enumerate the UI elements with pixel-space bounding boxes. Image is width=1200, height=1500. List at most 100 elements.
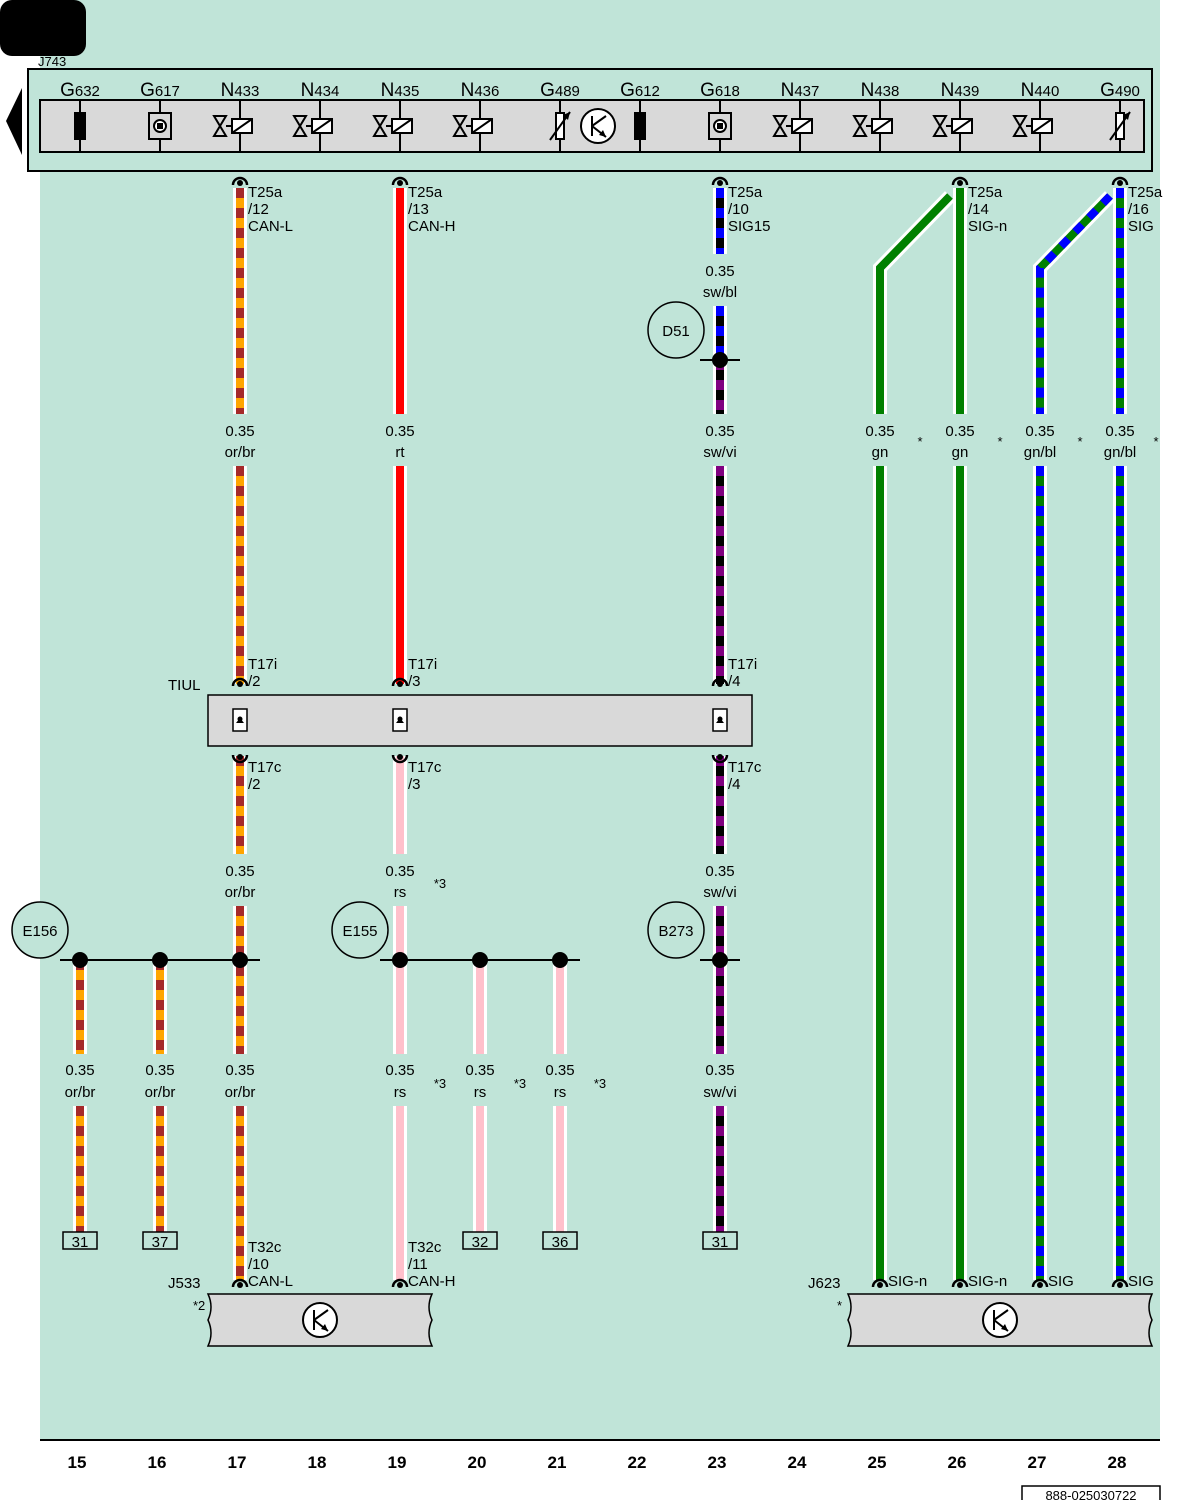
j623-pin-signal: SIG [1128, 1273, 1154, 1290]
valve-icon [772, 115, 813, 137]
page-tab [0, 0, 86, 56]
wire-color-label: sw/vi [703, 444, 736, 461]
j623-label: J623 [808, 1275, 841, 1292]
wire-color-label: or/br [145, 1084, 176, 1101]
component-label: N440 [1021, 80, 1060, 101]
splice-circle-d51 [647, 301, 705, 359]
tiul-contact-icon [712, 708, 728, 732]
splice-label: B273 [658, 923, 693, 940]
wire-color-label: sw/vi [703, 884, 736, 901]
splice-node [152, 952, 168, 968]
track-number: 21 [548, 1453, 567, 1472]
component-n438: N438 [852, 80, 900, 152]
track-number: 17 [228, 1453, 247, 1472]
tiul-pin-number: /2 [248, 776, 261, 793]
component-label: N433 [221, 80, 260, 101]
j533-pin-number: /11 [408, 1256, 428, 1273]
wire-color-label: rs [554, 1084, 567, 1101]
wire-size-label: 0.35 [545, 1062, 574, 1079]
wire-size-label: 0.35 [385, 423, 414, 440]
pin-number-label: /14 [968, 201, 989, 218]
black-bar-icon [634, 112, 646, 140]
wire-color-label: rt [395, 444, 405, 461]
wire-size-label: 0.35 [65, 1062, 94, 1079]
component-label: G632 [60, 80, 100, 101]
component-label: G612 [620, 80, 660, 101]
wire-layer [60, 176, 1129, 1290]
j533-pin-connector: T32c [408, 1239, 442, 1256]
j623-footnote: * [837, 1298, 842, 1313]
label-layer: T25a/12CAN-LT25a/13CAN-HT25a/10SIG15T25a… [11, 184, 1163, 1472]
tiul-pin-connector: T17i [248, 656, 277, 673]
component-g632: G632 [60, 80, 100, 152]
pin-connector-label: T25a [408, 184, 443, 201]
component-n434: N434 [292, 80, 340, 152]
continuation-box [462, 1231, 498, 1250]
footnote-star3: *3 [594, 1076, 606, 1091]
continuation-box [702, 1231, 738, 1250]
splice-label: E155 [342, 923, 377, 940]
component-label: N438 [861, 80, 900, 101]
continuation-box [142, 1231, 178, 1250]
continuation-label: 31 [72, 1234, 89, 1251]
footnote-star: * [1077, 434, 1082, 449]
j533-pin-signal: CAN-H [408, 1273, 456, 1290]
component-label: N434 [301, 80, 340, 101]
tiul-pin-number: /4 [728, 776, 741, 793]
track-number: 16 [148, 1453, 167, 1472]
continuation-label: 31 [712, 1234, 729, 1251]
valve-icon [452, 115, 493, 137]
pin-signal-label: CAN-H [408, 218, 456, 235]
splice-circle-e156 [11, 901, 69, 959]
doc-id: 888-025030722 [1045, 1488, 1136, 1500]
tiul-pin-connector: T17c [248, 759, 282, 776]
pin-connector-label: T25a [968, 184, 1003, 201]
component-g617: G617 [140, 80, 180, 152]
doc-id-box [1021, 1485, 1161, 1500]
tiul-pin-number: /2 [248, 673, 261, 690]
wire-size-label: 0.35 [1025, 423, 1054, 440]
valve-icon [1012, 115, 1053, 137]
component-n439: N439 [932, 80, 979, 152]
splice-node [72, 952, 88, 968]
track-number: 20 [468, 1453, 487, 1472]
tiul-contacts [232, 708, 728, 732]
pin-connector-label: T25a [1128, 184, 1163, 201]
tiul-pin-connector: T17c [408, 759, 442, 776]
sensor-square-icon [148, 112, 172, 140]
continuation-box [62, 1231, 98, 1250]
track-number: 24 [788, 1453, 807, 1472]
splice-label: E156 [22, 923, 57, 940]
wire-size-label: 0.35 [705, 263, 734, 280]
pin-number-label: /10 [728, 201, 749, 218]
wire-size-label: 0.35 [385, 863, 414, 880]
track-number: 28 [1108, 1453, 1127, 1472]
pin-signal-label: SIG [1128, 218, 1154, 235]
component-g490: G490 [1100, 80, 1140, 152]
splice-circle-b273 [647, 901, 705, 959]
j623-ecu-icon [982, 1302, 1018, 1338]
wire-color-label: gn/bl [1104, 444, 1137, 461]
variable-resistor-icon [1109, 111, 1131, 141]
valve-icon [932, 115, 973, 137]
tiul-pin-number: /3 [408, 776, 421, 793]
component-g612: G612 [620, 80, 660, 152]
back-arrow-icon[interactable] [6, 88, 22, 155]
component-n435: N435 [372, 80, 419, 152]
wire-size-label: 0.35 [1105, 423, 1134, 440]
wire-color-label: rs [394, 884, 407, 901]
splice-node [712, 352, 728, 368]
wire-size-label: 0.35 [385, 1062, 414, 1079]
component-n433: N433 [212, 80, 260, 152]
track-number: 25 [868, 1453, 887, 1472]
track-number: 18 [308, 1453, 327, 1472]
splice-node [392, 952, 408, 968]
wire-size-label: 0.35 [945, 423, 974, 440]
splice-label: D51 [662, 323, 690, 340]
component-label: N436 [461, 80, 500, 101]
j533-pin-connector: T32c [248, 1239, 282, 1256]
wire-27-a-stripe [1036, 193, 1113, 414]
wire-color-label: sw/bl [703, 284, 737, 301]
